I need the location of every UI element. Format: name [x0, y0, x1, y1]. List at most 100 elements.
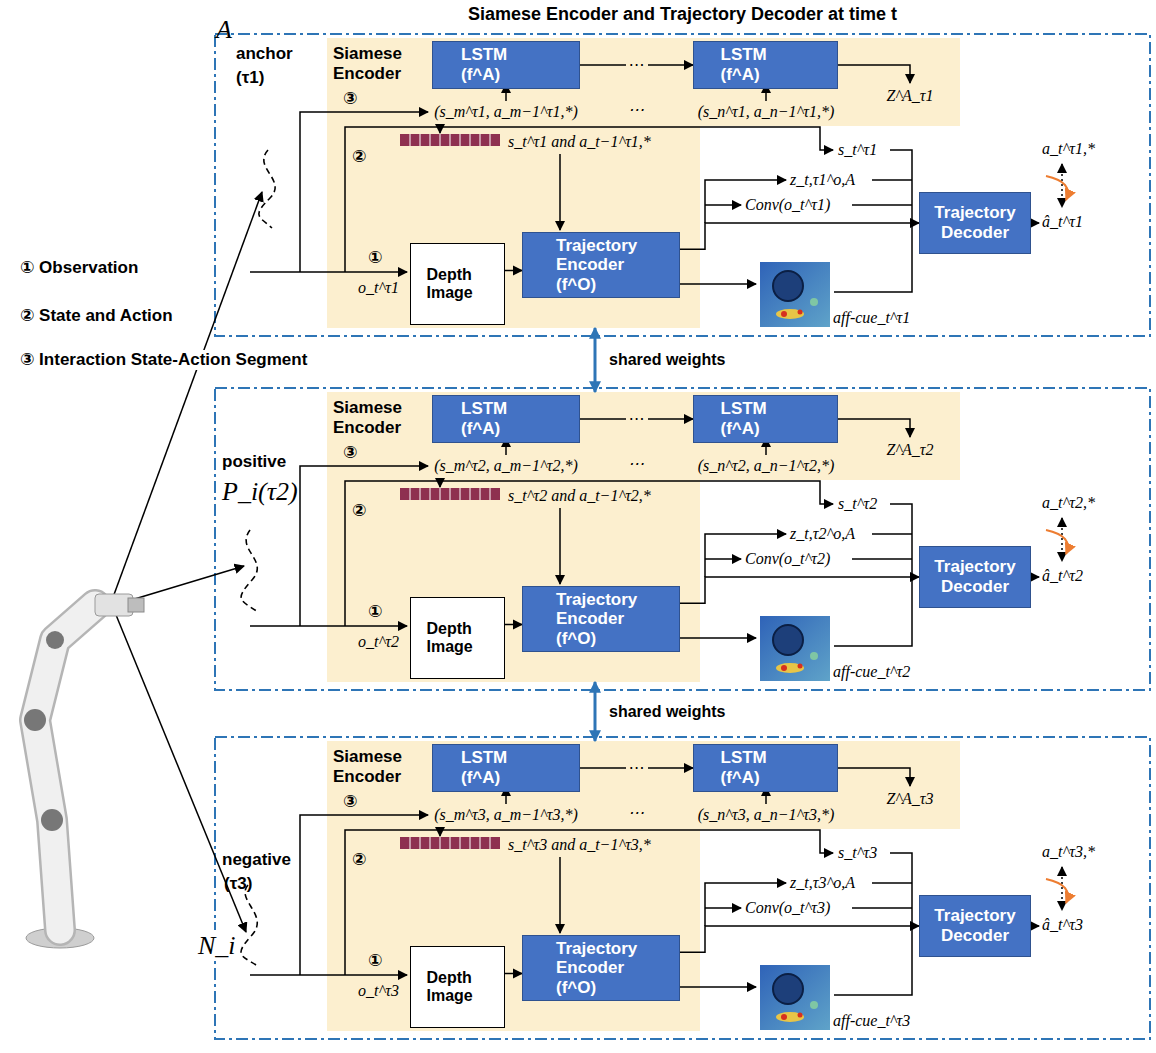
process-box: LSTM (f^A)	[693, 41, 838, 89]
callout-number: ③	[343, 88, 357, 108]
node-label: Trajectory Encoder (f^O)	[556, 236, 646, 295]
math-label: (s_m^τ3, a_m−1^τ3,*)	[434, 805, 578, 824]
callout-number: ②	[352, 500, 366, 520]
process-box: LSTM (f^A)	[693, 395, 838, 443]
node-label: Depth Image	[427, 266, 489, 303]
diagram-title: Siamese Encoder and Trajectory Decoder a…	[215, 4, 1150, 25]
math-label: aff-cue_t^τ1	[833, 308, 910, 327]
node-label: LSTM (f^A)	[461, 45, 551, 84]
node-label: Siamese Encoder	[333, 44, 423, 85]
node-label: Siamese Encoder	[333, 398, 423, 439]
math-label: a_t^τ2,*	[1042, 493, 1095, 512]
flow-arrow	[680, 926, 919, 952]
callout-number: ①	[368, 950, 382, 970]
text-label: negative	[222, 850, 291, 870]
edge-label: ⋯	[626, 409, 648, 428]
shared-weights-arrow	[594, 682, 597, 741]
math-label: o_t^τ3	[358, 981, 399, 1000]
flow-arrow	[505, 270, 522, 272]
node-label: Trajectory Decoder	[920, 906, 1030, 945]
math-label: s_t^τ2	[838, 494, 877, 513]
math-label: (s_n^τ2, a_n−1^τ2,*)	[698, 456, 835, 475]
callout-number: ①	[368, 247, 382, 267]
math-label: z_t,τ3^o,A	[790, 873, 855, 892]
callout-number: ②	[352, 146, 366, 166]
node-label: Siamese Encoder	[333, 747, 423, 788]
math-label: Conv(o_t^τ1)	[745, 195, 830, 214]
math-label: Z^A_τ2	[886, 440, 933, 459]
node-label: LSTM (f^A)	[721, 399, 811, 438]
process-box: Trajectory Decoder	[919, 895, 1031, 957]
math-label: s_t^τ3	[838, 843, 877, 862]
math-label: s_t^τ2 and a_t−1^τ2,*	[508, 486, 651, 505]
text-label: positive	[222, 452, 286, 472]
math-label: z_t,τ1^o,A	[790, 170, 855, 189]
math-label: Conv(o_t^τ3)	[745, 898, 830, 917]
image-box: Depth Image	[410, 243, 505, 325]
node-label: LSTM (f^A)	[721, 748, 811, 787]
image-box: Depth Image	[410, 597, 505, 679]
text-label: A	[216, 14, 232, 45]
node-label: Trajectory Encoder (f^O)	[556, 590, 646, 649]
process-box: LSTM (f^A)	[432, 41, 580, 89]
callout-number: ③	[343, 442, 357, 462]
node-label: Depth Image	[427, 620, 489, 657]
math-label: s_t^τ1	[838, 140, 877, 159]
text-label: anchor	[236, 44, 293, 64]
math-label: Conv(o_t^τ2)	[745, 549, 830, 568]
math-label: â_t^τ3	[1042, 915, 1083, 934]
node-label: LSTM (f^A)	[721, 45, 811, 84]
shared-weights-arrow	[594, 328, 597, 392]
flow-arrow	[505, 624, 522, 626]
process-box: Trajectory Decoder	[919, 546, 1031, 608]
text-label: N_i	[196, 930, 238, 961]
node-label: Depth Image	[427, 969, 489, 1006]
flow-arrow	[680, 223, 919, 249]
process-box: LSTM (f^A)	[432, 744, 580, 792]
flow-arrow	[505, 973, 522, 975]
math-label: s_t^τ1 and a_t−1^τ1,*	[508, 132, 651, 151]
text-label: P_i(τ2)	[222, 476, 298, 507]
math-label: (s_m^τ2, a_m−1^τ2,*)	[434, 456, 578, 475]
edge-label: ⋯	[626, 758, 648, 777]
text-label: ① Observation	[18, 258, 140, 278]
math-label: a_t^τ3,*	[1042, 842, 1095, 861]
math-label: ⋯	[628, 100, 644, 119]
math-label: z_t,τ2^o,A	[790, 524, 855, 543]
math-label: â_t^τ2	[1042, 566, 1083, 585]
node-label: Trajectory Encoder (f^O)	[556, 939, 646, 998]
process-box: LSTM (f^A)	[693, 744, 838, 792]
node-label: Trajectory Decoder	[920, 203, 1030, 242]
math-label: (s_n^τ1, a_n−1^τ1,*)	[698, 102, 835, 121]
math-label: s_t^τ3 and a_t−1^τ3,*	[508, 835, 651, 854]
node-label: LSTM (f^A)	[461, 399, 551, 438]
math-label: Z^A_τ1	[886, 86, 933, 105]
math-label: o_t^τ1	[358, 278, 399, 297]
node-label: LSTM (f^A)	[461, 748, 551, 787]
text-label: ② State and Action	[18, 306, 175, 326]
math-label: aff-cue_t^τ2	[833, 662, 910, 681]
math-label: aff-cue_t^τ3	[833, 1011, 910, 1030]
edge-label: shared weights	[607, 350, 727, 369]
math-label: â_t^τ1	[1042, 212, 1083, 231]
process-box: Trajectory Encoder (f^O)	[522, 232, 680, 298]
callout-number: ③	[343, 791, 357, 811]
text-label: ③ Interaction State-Action Segment	[18, 350, 309, 370]
callout-number: ②	[352, 849, 366, 869]
process-box: LSTM (f^A)	[432, 395, 580, 443]
node-label: Trajectory Decoder	[920, 557, 1030, 596]
math-label: a_t^τ1,*	[1042, 139, 1095, 158]
math-label: Z^A_τ3	[886, 789, 933, 808]
text-label: (τ3)	[224, 874, 252, 894]
math-label: ⋯	[628, 454, 644, 473]
flow-arrow	[680, 577, 919, 603]
edge-label: shared weights	[607, 702, 727, 721]
process-box: Trajectory Encoder (f^O)	[522, 935, 680, 1001]
math-label: ⋯	[628, 803, 644, 822]
callout-number: ①	[368, 601, 382, 621]
process-box: Trajectory Decoder	[919, 192, 1031, 254]
image-box: Depth Image	[410, 946, 505, 1028]
text-label: (τ1)	[236, 68, 264, 88]
math-label: o_t^τ2	[358, 632, 399, 651]
